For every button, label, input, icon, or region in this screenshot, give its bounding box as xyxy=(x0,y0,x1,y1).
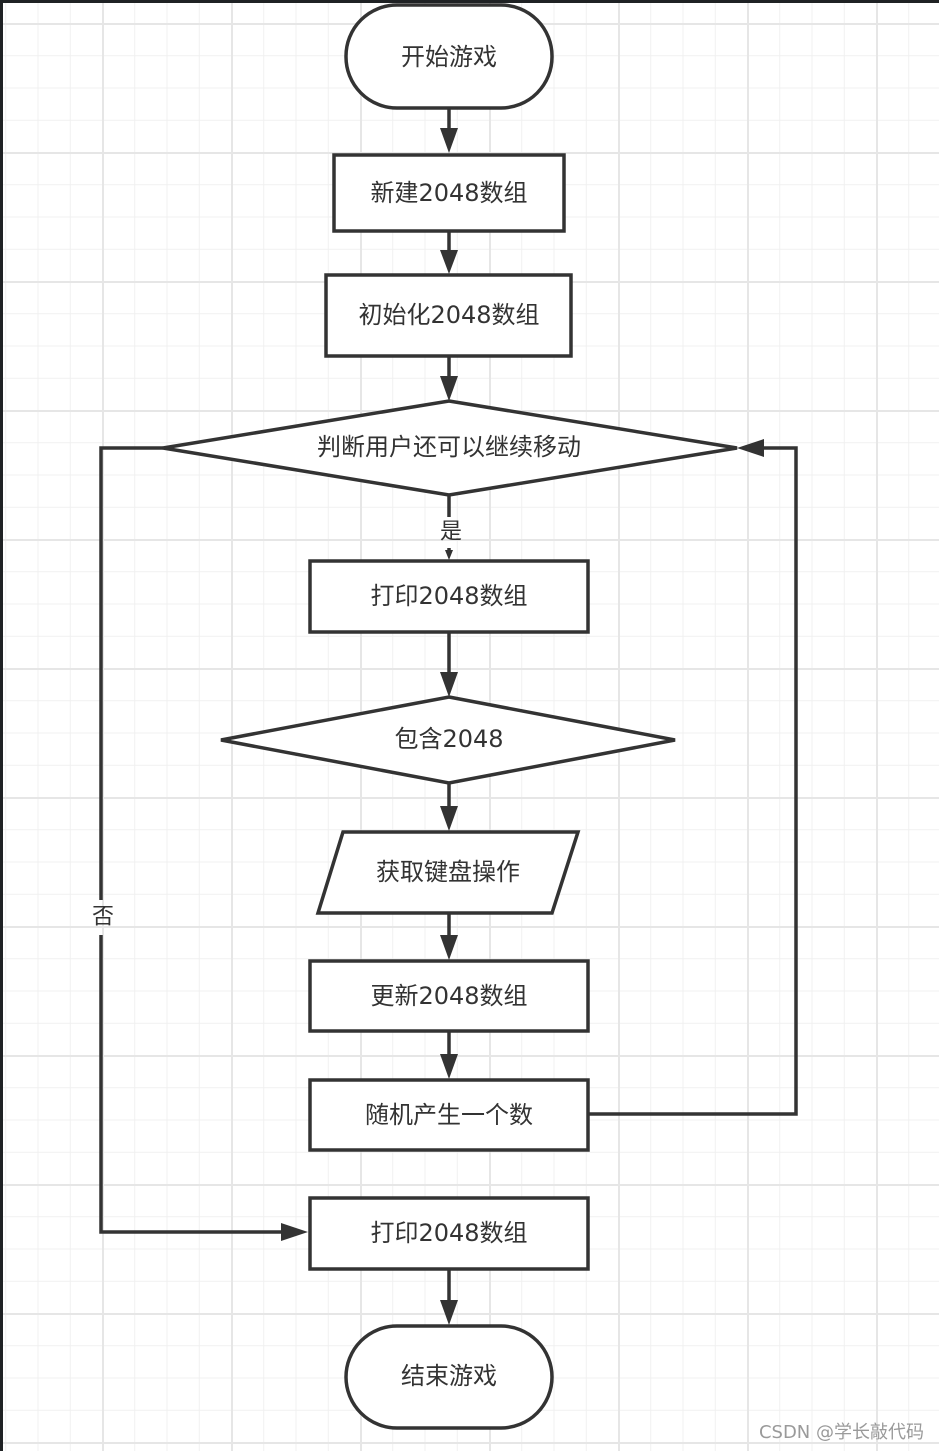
node-label: 初始化2048数组 xyxy=(358,301,539,329)
flowchart-svg: 开始游戏 新建2048数组 初始化2048数组 判断用户还可以继续移动 是 打印… xyxy=(92,3,924,1443)
node-start: 开始游戏 xyxy=(344,3,554,110)
edges xyxy=(99,108,798,1325)
arrowhead-icon xyxy=(440,1300,458,1325)
arrowhead-icon xyxy=(440,376,458,401)
arrowhead-icon xyxy=(281,1223,308,1241)
node-label: 判断用户还可以继续移动 xyxy=(317,433,581,461)
node-print-array-end: 打印2048数组 xyxy=(308,1196,590,1271)
node-label: 打印2048数组 xyxy=(370,582,527,610)
node-contains-2048-decision: 包含2048 xyxy=(220,695,676,785)
edge-label-no: 否 xyxy=(92,905,114,930)
node-label: 打印2048数组 xyxy=(370,1219,527,1247)
node-label: 新建2048数组 xyxy=(370,179,527,207)
arrowhead-icon xyxy=(737,439,764,457)
arrowhead-icon xyxy=(445,550,453,560)
node-label: 包含2048 xyxy=(394,725,503,753)
node-can-move-decision: 判断用户还可以继续移动 xyxy=(162,399,738,497)
edge-no-upper xyxy=(99,446,163,900)
arrowhead-icon xyxy=(440,672,458,697)
node-label: 获取键盘操作 xyxy=(376,858,520,886)
node-init-array: 初始化2048数组 xyxy=(324,273,573,358)
node-label: 结束游戏 xyxy=(401,1362,497,1390)
flowchart-canvas: 开始游戏 新建2048数组 初始化2048数组 判断用户还可以继续移动 是 打印… xyxy=(3,3,939,1451)
edge-random-loop-back xyxy=(588,446,798,1116)
node-label: 更新2048数组 xyxy=(370,982,527,1010)
node-get-key-input: 获取键盘操作 xyxy=(315,830,581,915)
node-label: 随机产生一个数 xyxy=(365,1101,533,1129)
watermark: CSDN @学长敲代码 xyxy=(759,1422,924,1443)
edge-label-yes: 是 xyxy=(440,520,462,545)
arrowhead-icon xyxy=(440,1054,458,1079)
node-update-array: 更新2048数组 xyxy=(308,959,590,1033)
arrowhead-icon xyxy=(440,250,458,274)
edge-no-lower xyxy=(99,935,285,1234)
node-random-number: 随机产生一个数 xyxy=(308,1078,590,1152)
node-create-array: 新建2048数组 xyxy=(332,153,566,233)
arrowhead-icon xyxy=(440,935,458,960)
arrowhead-icon xyxy=(440,128,458,153)
node-end: 结束游戏 xyxy=(344,1324,554,1430)
arrowhead-icon xyxy=(440,806,458,831)
node-print-array-loop: 打印2048数组 xyxy=(308,559,590,634)
node-label: 开始游戏 xyxy=(401,43,497,71)
